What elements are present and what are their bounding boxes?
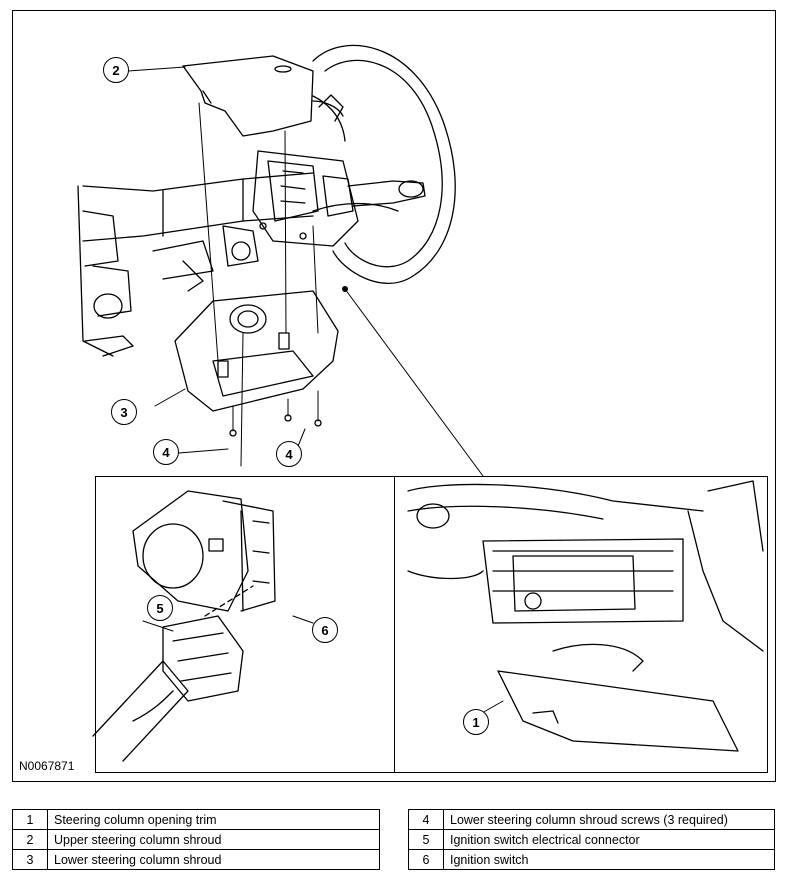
legend-description: Ignition switch electrical connector	[443, 829, 775, 850]
callout-1: 1	[463, 709, 489, 735]
figure-id-code: N0067871	[19, 759, 75, 773]
table-row: 1 Steering column opening trim	[12, 809, 380, 830]
table-row: 5 Ignition switch electrical connector	[408, 829, 775, 850]
callout-6: 6	[312, 617, 338, 643]
callout-4-left: 4	[153, 439, 179, 465]
legend-description: Lower steering column shroud	[47, 849, 380, 870]
legend-number: 1	[12, 809, 48, 830]
inset-ignition-switch	[95, 476, 395, 773]
table-row: 4 Lower steering column shroud screws (3…	[408, 809, 775, 830]
legend-number: 3	[12, 849, 48, 870]
table-row: 3 Lower steering column shroud	[12, 849, 380, 870]
legend-description: Steering column opening trim	[47, 809, 380, 830]
leader-lines	[127, 66, 484, 477]
upper-shroud	[182, 55, 344, 137]
column-assembly	[82, 150, 426, 292]
steering-wheel	[312, 44, 456, 284]
table-row: 2 Upper steering column shroud	[12, 829, 380, 850]
legend-number: 6	[408, 849, 444, 870]
callout-4-right: 4	[276, 441, 302, 467]
instrument-panel	[77, 185, 134, 357]
legend-table-right: 4 Lower steering column shroud screws (3…	[408, 809, 775, 870]
ignition-switch-drawing	[92, 490, 314, 762]
callout-2: 2	[103, 57, 129, 83]
table-row: 6 Ignition switch	[408, 849, 775, 870]
legend-number: 4	[408, 809, 444, 830]
callout-3: 3	[111, 399, 137, 425]
legend-description: Lower steering column shroud screws (3 r…	[443, 809, 775, 830]
legend-number: 2	[12, 829, 48, 850]
screw-marker	[229, 429, 237, 437]
callout-5: 5	[147, 595, 173, 621]
legend-description: Ignition switch	[443, 849, 775, 870]
screw-marker	[314, 419, 322, 427]
fastener-lines	[198, 102, 319, 467]
legend-table-left: 1 Steering column opening trim 2 Upper s…	[12, 809, 380, 870]
line-drawing	[77, 44, 764, 762]
legend-number: 5	[408, 829, 444, 850]
inset-opening-trim	[394, 476, 768, 773]
figure-frame: 2 3 4 4 5 6 1 N0067871	[12, 10, 776, 782]
legend-description: Upper steering column shroud	[47, 829, 380, 850]
lower-shroud	[174, 290, 339, 412]
screw-marker	[284, 414, 292, 422]
opening-trim-drawing	[407, 480, 764, 752]
